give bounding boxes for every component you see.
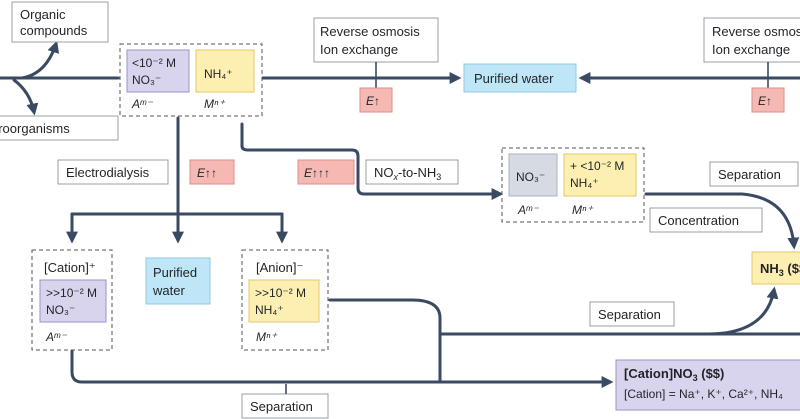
separation-bottom-label: Separation [250,399,313,414]
cation-high-conc: >>10⁻² M [46,286,97,300]
electrodialysis-label: Electrodialysis [66,165,150,180]
cation-stream-box: [Cation]⁺ >>10⁻² M NO₃⁻ Aᵐ⁻ [31,249,113,351]
separation-callout-mid: Separation [589,301,675,327]
ro-ion-exchange-callout-right: Reverse osmosis Ion exchange [703,17,800,88]
energy-tag-top: E↑ [359,87,393,113]
purified-mid-label-2: water [152,283,185,298]
flow-to-microorganisms [12,78,39,116]
nh3-product: NH3 ($$ [751,251,800,285]
anion-stream-title: [Anion]⁻ [256,260,303,275]
flow-to-nh3-up [706,286,779,336]
ion-exchange-right-label: Ion exchange [712,42,790,57]
energy-up-right-label: E↑ [758,94,772,108]
microorganisms-callout: Microorganisms [0,115,119,141]
ro-label: Reverse osmosis [320,24,420,39]
nox-composition-box: NO₃⁻ + <10⁻² M NH₄⁺ Aᵐ⁻ Mⁿ⁺ [501,147,645,223]
cation-product-label: [Cation]NO3 ($$) [624,366,724,383]
concentration-callout: Concentration [649,207,763,233]
flow-anion-right [328,298,800,336]
anion-nh4: NH₄⁺ [255,303,284,317]
nox-nh4: NH₄⁺ [570,176,599,190]
purified-water-top: Purified water [463,63,577,93]
cation-anion: Aᵐ⁻ [45,330,68,344]
energy-tag-nox: E↑↑↑ [297,159,355,185]
separation-right-label: Separation [718,167,781,182]
organic-label-1: Organic [20,7,66,22]
ro-ion-exchange-callout: Reverse osmosis Ion exchange [313,17,439,88]
energy-tag-right: E↑ [751,87,785,113]
cation-stream-title: [Cation]⁺ [44,260,96,275]
electrodialysis-callout: Electrodialysis [57,159,169,185]
wastewater-anion: Aᵐ⁻ [131,97,154,111]
wastewater-cation: Mⁿ⁺ [204,97,226,111]
flow-cation-to-product [70,348,614,388]
nox-to-nh3-callout: NOx-to-NH3 [365,159,459,185]
wastewater-no3: NO₃⁻ [132,73,161,87]
nox-no3: NO₃⁻ [516,170,545,184]
purified-mid-label-1: Purified [153,265,197,280]
anion-high-conc: >>10⁻² M [255,286,306,300]
separation-mid-label: Separation [598,307,661,322]
nh3-product-label: NH3 ($$ [760,261,800,278]
separation-callout-right: Separation [709,161,799,187]
nox-cation: Mⁿ⁺ [572,203,594,217]
nox-to-nh3-label: NOx-to-NH3 [374,165,441,182]
flow-to-organic [20,40,60,80]
energy-upup-label: E↑↑ [197,166,217,180]
nox-anion: Aᵐ⁻ [517,203,540,217]
cation-nitrate-product: [Cation]NO3 ($$) [Cation] = Na⁺, K⁺, Ca²… [615,359,800,411]
microorganisms-label: Microorganisms [0,121,70,136]
energy-upupup-label: E↑↑↑ [304,166,330,180]
organic-compounds-callout: Organic compounds [11,1,109,43]
ion-exchange-label: Ion exchange [320,42,398,57]
purified-water-mid: Purified water [145,257,211,305]
flow-nox-branch [240,122,504,200]
cation-list-label: [Cation] = Na⁺, K⁺, Ca²⁺, NH₄ [624,387,783,401]
organic-label-2: compounds [20,23,88,38]
nox-plus-low: + <10⁻² M [570,159,624,173]
wastewater-nh4: NH₄⁺ [204,67,233,81]
anion-cation: Mⁿ⁺ [256,330,278,344]
wastewater-composition-box: <10⁻² M NO₃⁻ NH₄⁺ Aᵐ⁻ Mⁿ⁺ [119,43,263,117]
energy-up-label: E↑ [366,94,380,108]
ro-right-label: Reverse osmosis [712,24,800,39]
purified-water-top-label: Purified water [474,71,554,86]
energy-tag-electrodialysis: E↑↑ [189,159,235,185]
wastewater-low-conc: <10⁻² M [132,56,176,70]
concentration-label: Concentration [658,213,739,228]
cation-no3: NO₃⁻ [46,303,75,317]
anion-stream-box: [Anion]⁻ >>10⁻² M NH₄⁺ Mⁿ⁺ [241,249,329,351]
separation-callout-bottom: Separation [241,384,329,419]
flow-nox-to-nh3 [644,192,800,250]
